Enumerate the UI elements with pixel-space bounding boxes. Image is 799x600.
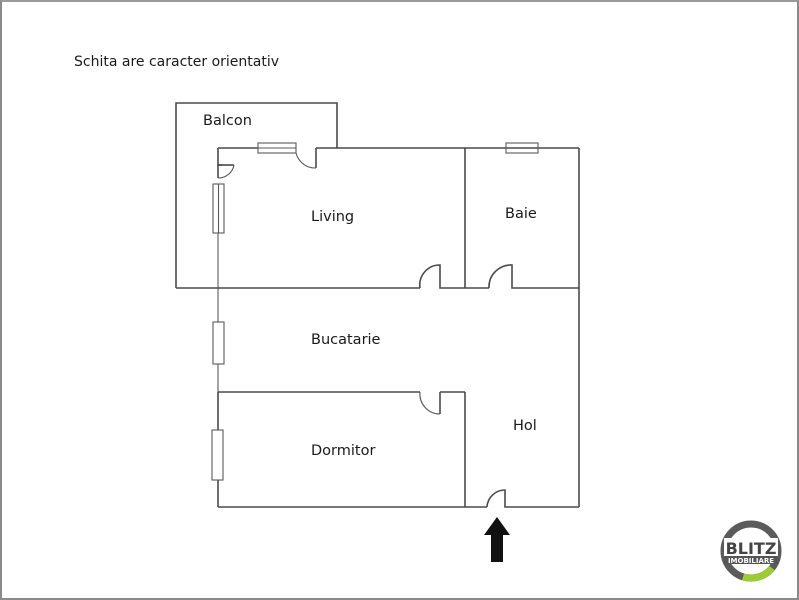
room-label-dormitor: Dormitor bbox=[311, 443, 375, 459]
balcony-walls bbox=[175, 102, 338, 289]
room-label-balcon: Balcon bbox=[203, 113, 252, 129]
room-label-bucatarie: Bucatarie bbox=[311, 332, 381, 348]
blitz-logo: BLITZ IMOBILIARE bbox=[720, 520, 782, 582]
window bbox=[212, 321, 225, 365]
disclaimer-note: Schita are caracter orientativ bbox=[74, 54, 280, 70]
living-walls bbox=[212, 142, 579, 322]
room-label-hol: Hol bbox=[513, 418, 537, 434]
door-swing bbox=[295, 152, 317, 169]
logo-sub: IMOBILIARE bbox=[728, 557, 774, 565]
window bbox=[211, 429, 224, 481]
room-label-baie: Baie bbox=[505, 206, 537, 222]
arrow-up-icon bbox=[484, 517, 510, 562]
room-label-living: Living bbox=[311, 209, 354, 225]
entrance-door bbox=[465, 489, 579, 508]
dormitor-walls bbox=[211, 391, 466, 508]
window bbox=[505, 142, 539, 154]
logo-brand: BLITZ bbox=[726, 539, 777, 558]
doors-upper bbox=[218, 264, 579, 289]
